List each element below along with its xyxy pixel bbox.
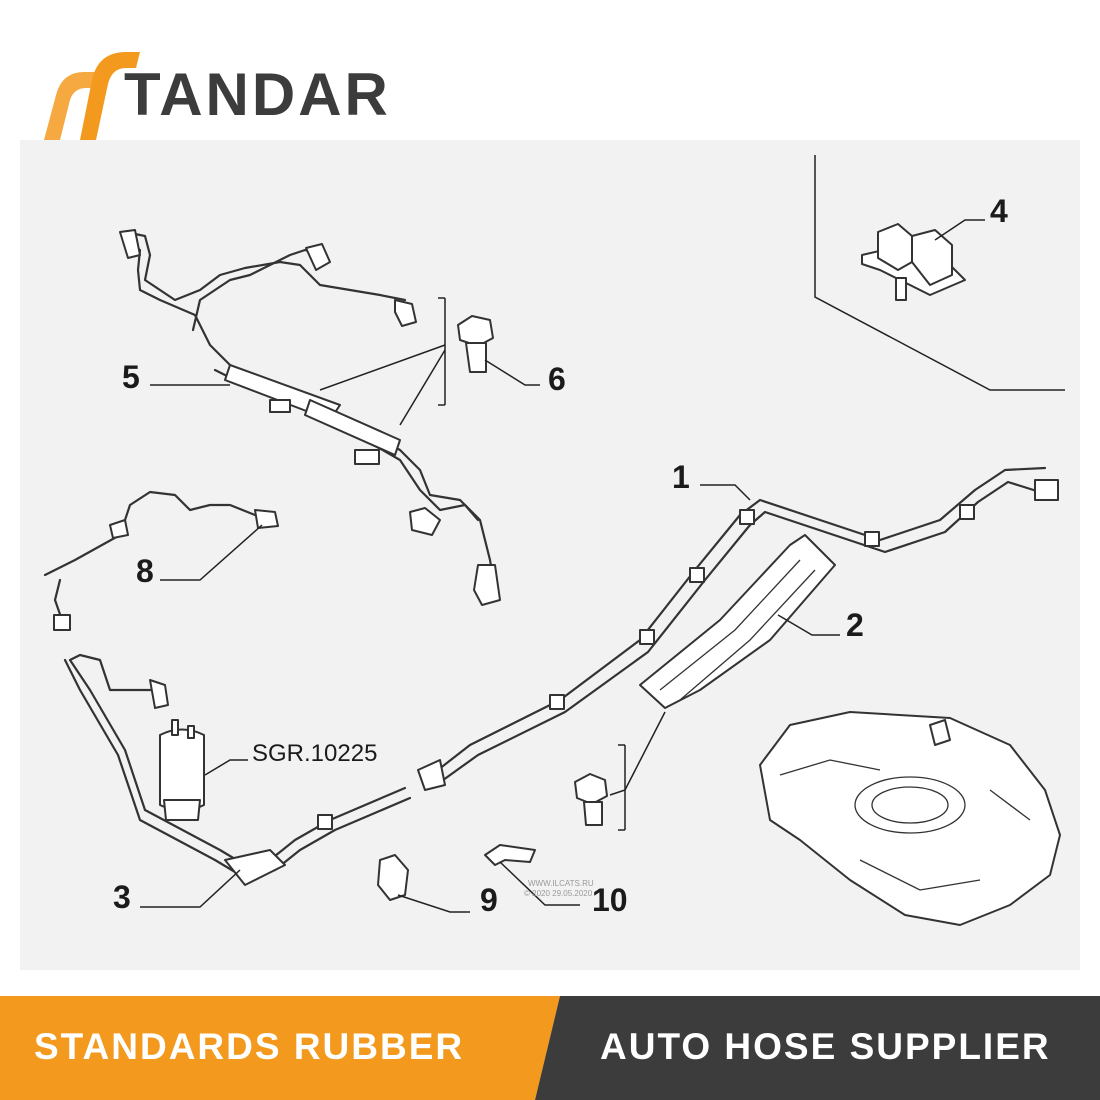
callout-1: 1: [672, 459, 690, 495]
fuel-filter: [159, 719, 248, 821]
shield-bolt: [574, 711, 666, 831]
banner-left-panel: [0, 996, 560, 1100]
banner-left-text: STANDARDS RUBBER: [34, 1026, 465, 1067]
part-code-label: SGR.10225: [252, 740, 377, 767]
part-4-detail-box: [814, 155, 1065, 391]
banner-right-panel: [535, 996, 1100, 1100]
part-1-fuel-line: [417, 466, 1059, 791]
part-9-clip: [377, 854, 470, 913]
brand-logo: TANDAR: [44, 52, 391, 140]
part-5-leaders: [150, 297, 446, 426]
part-4-clip: [861, 219, 985, 301]
watermark-line-2: © 2020 29.05.2020: [524, 889, 593, 898]
callout-8: 8: [136, 553, 154, 589]
part-5-hose-assembly: [119, 229, 501, 606]
part-3-fuel-line: [63, 653, 412, 908]
callout-4: 4: [990, 193, 1008, 229]
part-8-harness: [43, 490, 279, 631]
part-6-bolt: [457, 315, 540, 386]
callout-3: 3: [113, 879, 131, 915]
logo-s-mark-dark: [44, 72, 98, 140]
part-2-shield: [639, 534, 840, 709]
callout-5: 5: [122, 359, 140, 395]
fuel-tank: [759, 711, 1061, 926]
callout-9: 9: [480, 882, 498, 918]
callout-2: 2: [846, 607, 864, 643]
part-10-bracket: [484, 844, 580, 906]
bottom-banner: STANDARDS RUBBER AUTO HOSE SUPPLIER: [0, 996, 1100, 1100]
callout-10: 10: [592, 882, 628, 918]
logo-wordmark: TANDAR: [124, 61, 391, 128]
callout-6: 6: [548, 361, 566, 397]
banner-right-text: AUTO HOSE SUPPLIER: [600, 1026, 1051, 1067]
watermark-line-1: WWW.ILCATS.RU: [528, 879, 594, 888]
